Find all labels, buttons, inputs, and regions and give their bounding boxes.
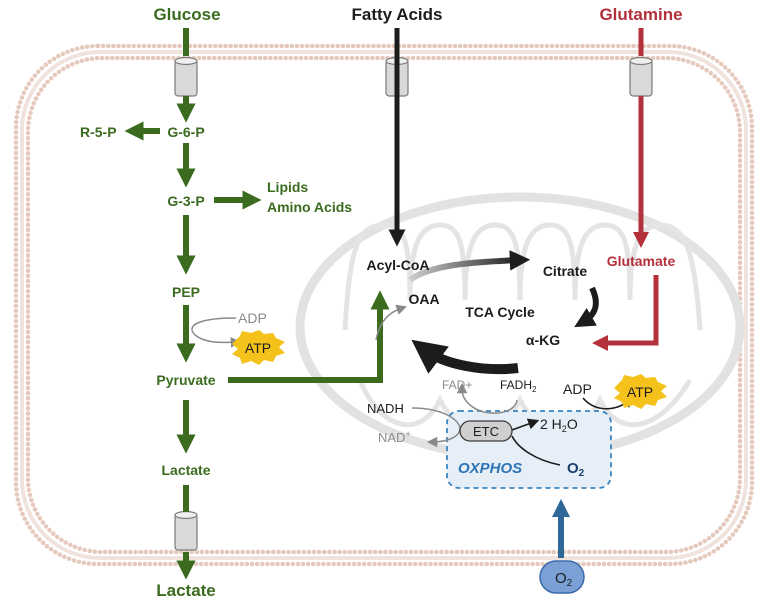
- transporter-glutamine: [629, 56, 653, 97]
- label-lactate-inner: Lactate: [161, 462, 210, 478]
- label-nad-plus: NAD+: [378, 429, 411, 445]
- o2-pill: [539, 560, 585, 594]
- label-water: 2 H2O: [540, 416, 578, 434]
- label-glutamine: Glutamine: [599, 5, 682, 24]
- label-oaa: OAA: [408, 291, 439, 307]
- water-sub: 2: [562, 424, 567, 434]
- label-adp-right: ADP: [563, 381, 592, 397]
- label-nadh: NADH: [367, 401, 404, 416]
- label-akg: α-KG: [526, 332, 560, 348]
- etc-pill: [459, 420, 513, 442]
- label-fadh2: FADH2: [500, 378, 537, 394]
- o2-inner-main: O: [567, 460, 579, 477]
- label-etc: ETC: [473, 424, 499, 439]
- label-atp-right: ATP: [627, 384, 653, 400]
- label-o2-outer: O2: [555, 570, 573, 589]
- transporter-glucose: [174, 56, 198, 97]
- label-glucose: Glucose: [153, 5, 220, 24]
- fadh2-main: FADH: [500, 378, 532, 392]
- label-adp-left: ADP: [238, 310, 267, 326]
- nad-sup: +: [405, 429, 410, 439]
- water-o: O: [567, 416, 578, 432]
- oaa-thin-arrow: [375, 304, 407, 341]
- transporter-lactate: [174, 510, 198, 551]
- o2-inner-sub: 2: [579, 468, 585, 479]
- label-pep: PEP: [172, 284, 200, 300]
- fad-curve: [456, 382, 518, 414]
- label-acyl-coa: Acyl-CoA: [366, 257, 429, 273]
- glutamine-arrows: [591, 28, 659, 352]
- water-main: 2 H: [540, 416, 562, 432]
- o2-outer-main: O: [555, 570, 567, 587]
- atp-star-right: [614, 374, 667, 409]
- label-citrate: Citrate: [543, 263, 588, 279]
- label-amino-acids: Amino Acids: [267, 199, 352, 215]
- label-fad-plus: FAD+: [442, 378, 472, 392]
- etc-to-water-arrow: [511, 418, 540, 431]
- citrate-to-akg-arrow: [574, 286, 599, 328]
- akg-to-oaa-arrow: [411, 339, 519, 375]
- adp-atp-curve-left: [191, 317, 242, 348]
- label-glutamate: Glutamate: [607, 253, 676, 269]
- label-r5p: R-5-P: [80, 124, 117, 140]
- label-fatty-acids: Fatty Acids: [351, 5, 442, 24]
- fadh2-sub: 2: [532, 385, 537, 394]
- label-pyruvate: Pyruvate: [156, 372, 215, 388]
- label-atp-left: ATP: [245, 340, 271, 356]
- label-lactate-outer: Lactate: [156, 581, 216, 600]
- label-o2-inner: O2: [567, 460, 585, 479]
- acyl-to-citrate-arrow: [408, 250, 531, 283]
- label-oxphos: OXPHOS: [458, 460, 522, 477]
- label-lipids: Lipids: [267, 179, 308, 195]
- o2-to-etc-curve: [511, 435, 561, 466]
- label-tca-cycle: TCA Cycle: [465, 304, 535, 320]
- label-g3p: G-3-P: [167, 193, 204, 209]
- label-g6p: G-6-P: [167, 124, 204, 140]
- atp-star-left: [232, 330, 285, 365]
- nad-main: NAD: [378, 430, 405, 445]
- o2-outer-sub: 2: [567, 578, 573, 589]
